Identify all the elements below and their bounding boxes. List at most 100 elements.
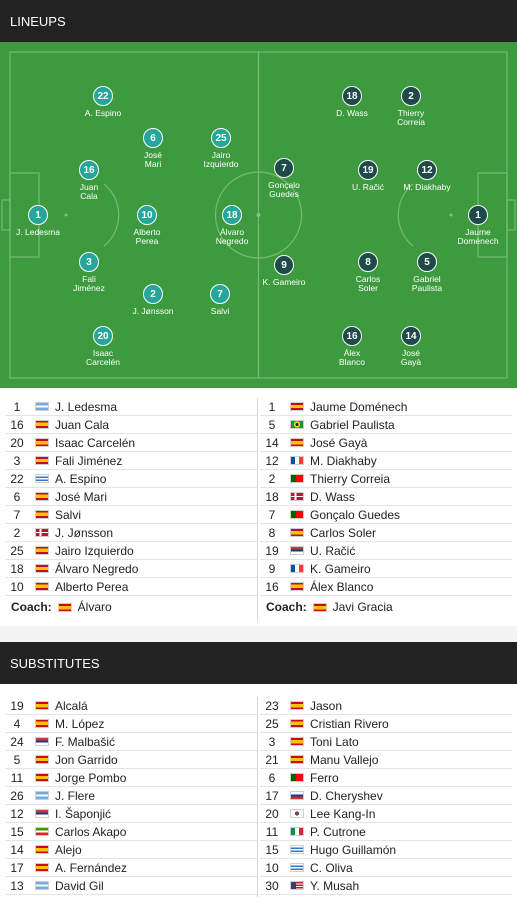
player-name: J. Ledesma [16, 227, 60, 237]
player-number: 12 [265, 453, 279, 468]
player-name: Isaac Carcelén [85, 348, 121, 367]
shirt-number: 18 [342, 86, 362, 106]
spain-flag-icon [35, 755, 49, 764]
shirt-number: 20 [93, 326, 113, 346]
player-name: Alcalá [55, 698, 88, 713]
denmark-flag-icon [35, 528, 49, 537]
player-number: 11 [10, 770, 24, 785]
player-name: Jason [310, 698, 343, 713]
away-coach-row: Coach: Javi Gracia [260, 596, 512, 618]
player-row[interactable]: 23 Jason [260, 697, 512, 715]
coach-name[interactable]: Álvaro [77, 600, 112, 614]
shirt-number: 18 [222, 205, 242, 225]
shirt-number: 1 [468, 205, 488, 225]
shirt-number: 7 [210, 284, 230, 304]
spain-flag-icon [35, 719, 49, 728]
shirt-number: 14 [401, 326, 421, 346]
section-gap [0, 626, 517, 642]
shirt-number: 19 [358, 160, 378, 180]
player-number: 11 [265, 824, 279, 839]
coach-label: Coach: [266, 600, 307, 614]
player-number: 6 [13, 489, 21, 504]
player-name: A. Fernández [55, 860, 128, 875]
serbia-flag-icon [290, 546, 304, 555]
argentina-flag-icon [35, 791, 49, 800]
player-row[interactable]: 21 Manu Vallejo [260, 751, 512, 769]
player-name: Manu Vallejo [310, 752, 379, 767]
player-number: 23 [265, 698, 279, 713]
player-name: Juan Cala [55, 417, 110, 432]
shirt-number: 9 [274, 255, 294, 275]
coach-name[interactable]: Javi Gracia [332, 600, 393, 614]
spain-flag-icon [312, 602, 327, 612]
player-number: 21 [265, 752, 279, 767]
player-row[interactable]: 10 Alberto Perea [5, 578, 257, 596]
france-flag-icon [290, 564, 304, 573]
argentina-flag-icon [35, 881, 49, 890]
player-number: 17 [265, 788, 279, 803]
south-korea-flag-icon [290, 809, 304, 818]
coach-label: Coach: [11, 600, 52, 614]
substitutes-header: SUBSTITUTES [0, 642, 517, 684]
equatorial-guinea-flag-icon [35, 827, 49, 836]
player-number: 15 [10, 824, 24, 839]
player-name: Gabriel Paulista [411, 274, 443, 293]
shirt-number: 10 [137, 205, 157, 225]
player-number: 19 [265, 543, 279, 558]
spain-flag-icon [35, 582, 49, 591]
shirt-number: 3 [79, 252, 99, 272]
player-number: 30 [265, 878, 279, 893]
spain-flag-icon [35, 492, 49, 501]
player-name: Alberto Perea [55, 579, 129, 594]
player-name: M. Diakhaby [403, 182, 451, 192]
player-number: 10 [10, 579, 24, 594]
shirt-number: 2 [143, 284, 163, 304]
russia-flag-icon [290, 791, 304, 800]
player-name: David Gil [55, 878, 104, 893]
player-name: M. López [55, 716, 105, 731]
